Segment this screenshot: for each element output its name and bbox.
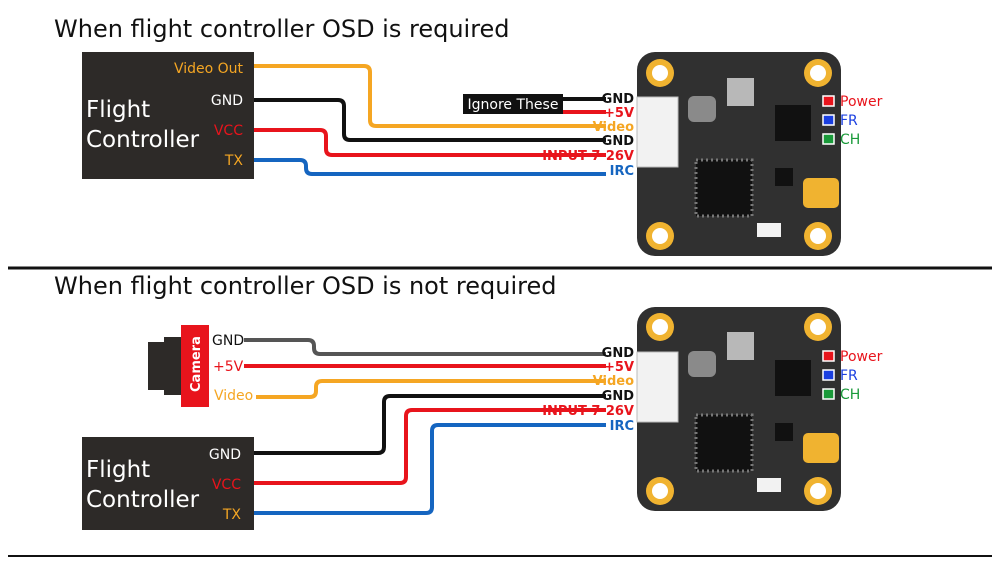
led-power-icon — [822, 350, 835, 362]
vtx2-pin-irc: IRC — [610, 419, 634, 434]
wire2-camera-gnd — [244, 338, 606, 356]
wire1-vcc — [254, 128, 606, 157]
wire1-gnd — [254, 98, 606, 142]
fc1-pin-gnd: GND — [211, 93, 243, 109]
vtx2-pin-gnd-b: GND — [602, 389, 635, 404]
section1-title: When flight controller OSD is required — [54, 15, 510, 43]
camera-pin-5v: +5V — [213, 359, 244, 375]
ignore-tag-label: Ignore These — [468, 97, 559, 113]
camera-pin-gnd: GND — [212, 333, 244, 349]
vtx-board-2 — [636, 307, 841, 511]
fc2-pin-gnd: GND — [209, 447, 241, 463]
vtx1-pin-gnd-a: GND — [602, 92, 635, 107]
led1-ch-label: CH — [840, 132, 860, 148]
fc2-pin-vcc: VCC — [212, 477, 241, 493]
wire1-tx — [254, 158, 606, 176]
led-power-icon — [822, 95, 835, 107]
fc1-pin-vcc: VCC — [214, 123, 243, 139]
vtx-board-1 — [636, 52, 841, 256]
fc2-label-line2: Controller — [86, 487, 200, 513]
flight-controller-2: Flight Controller GND VCC TX — [82, 437, 254, 530]
led-ch-icon — [822, 388, 835, 400]
vtx1-pin-irc: IRC — [610, 164, 634, 179]
vtx2-pin-labels: GND +5V Video GND INPUT 7-26V IRC — [542, 346, 634, 434]
wires-1 — [254, 64, 606, 176]
ignore-tag: Ignore These — [463, 94, 563, 114]
flight-controller-1: Flight Controller Video Out GND VCC TX — [82, 52, 254, 179]
vtx2-pin-gnd-a: GND — [602, 346, 635, 361]
leds-1: Power FR CH — [822, 94, 883, 148]
fc1-pin-tx: TX — [224, 153, 244, 169]
fc1-pin-video-out: Video Out — [174, 61, 244, 77]
led2-ch-label: CH — [840, 387, 860, 403]
wire2-fc-gnd — [254, 394, 606, 455]
camera-label: Camera — [189, 336, 204, 392]
fc2-pin-tx: TX — [222, 507, 242, 523]
fc1-label-line1: Flight — [86, 97, 150, 123]
led2-fr-label: FR — [840, 368, 858, 384]
fc1-label-line2: Controller — [86, 127, 200, 153]
camera-pin-video: Video — [214, 388, 253, 404]
wires-2 — [244, 338, 606, 515]
fc2-label-line1: Flight — [86, 457, 150, 483]
wire2-fc-vcc — [254, 408, 606, 485]
vtx1-pin-gnd-b: GND — [602, 134, 635, 149]
vtx2-pin-input: INPUT 7-26V — [542, 404, 634, 419]
leds-2: Power FR CH — [822, 349, 883, 403]
vtx1-pin-video: Video — [593, 120, 634, 135]
vtx1-pin-input: INPUT 7-26V — [542, 149, 634, 164]
wire2-fc-tx — [254, 423, 606, 515]
led1-power-label: Power — [840, 94, 883, 110]
vtx2-pin-video: Video — [593, 374, 634, 389]
vtx1-pin-5v: +5V — [604, 106, 634, 121]
vtx1-pin-labels: GND +5V Video GND INPUT 7-26V IRC — [542, 92, 634, 179]
section2-title: When flight controller OSD is not requir… — [54, 272, 556, 300]
led-fr-icon — [822, 369, 835, 381]
led-ch-icon — [822, 133, 835, 145]
led-fr-icon — [822, 114, 835, 126]
camera: Camera GND +5V Video — [148, 325, 253, 407]
led2-power-label: Power — [840, 349, 883, 365]
vtx2-pin-5v: +5V — [604, 360, 634, 375]
led1-fr-label: FR — [840, 113, 858, 129]
wire1-video — [254, 64, 606, 128]
wire2-camera-video — [256, 379, 606, 399]
